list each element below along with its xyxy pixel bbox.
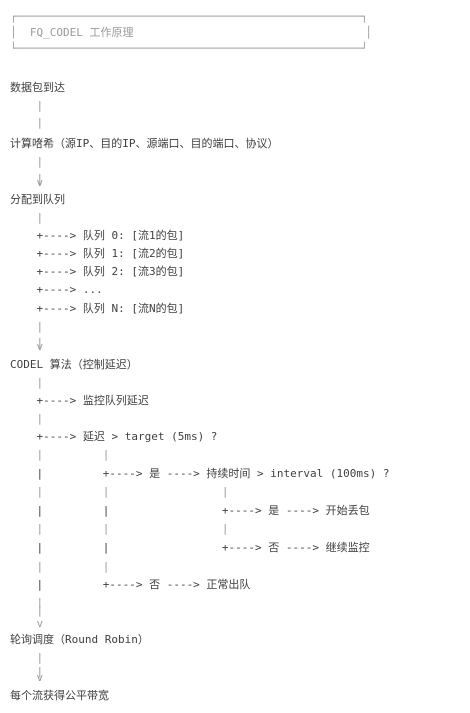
arrow-down: v bbox=[10, 340, 44, 353]
connector-line: | | | bbox=[10, 522, 229, 535]
queue-item: +----> 队列 N: [流N的包] bbox=[10, 302, 185, 315]
step-fair-bandwidth: 每个流获得公平带宽 bbox=[10, 689, 109, 702]
connector-line: | bbox=[10, 376, 44, 389]
codel-branch: +----> 监控队列延迟 bbox=[10, 394, 149, 407]
step-packet-arrives: 数据包到达 bbox=[10, 81, 65, 94]
connector-line: | bbox=[10, 155, 44, 168]
connector-line: | | | bbox=[10, 485, 229, 498]
codel-branch: | | +----> 是 ----> 开始丢包 bbox=[10, 504, 370, 517]
connector-line: | bbox=[10, 665, 44, 678]
connector-line: | | bbox=[10, 560, 110, 573]
arrow-down: v bbox=[10, 671, 44, 684]
connector-line: | bbox=[10, 99, 44, 112]
codel-branch: | +----> 是 ----> 持续时间 > interval (100ms)… bbox=[10, 467, 390, 480]
queue-item: +----> 队列 1: [流2的包] bbox=[10, 247, 185, 260]
connector-line: | bbox=[10, 116, 44, 129]
step-compute-hash: 计算哈希（源IP、目的IP、源端口、目的端口、协议） bbox=[10, 137, 279, 150]
step-codel-algorithm: CODEL 算法（控制延迟） bbox=[10, 358, 138, 371]
step-round-robin: 轮询调度（Round Robin） bbox=[10, 633, 149, 646]
connector-line: | bbox=[10, 651, 44, 664]
title-box-top: ┌───────────────────────────────────────… bbox=[10, 10, 368, 23]
connector-line: | bbox=[10, 596, 44, 609]
connector-line: | bbox=[10, 604, 44, 617]
codel-branch: | | +----> 否 ----> 继续监控 bbox=[10, 541, 370, 554]
step-assign-queue: 分配到队列 bbox=[10, 193, 65, 206]
queue-item: +----> 队列 2: [流3的包] bbox=[10, 265, 185, 278]
arrow-down: v bbox=[10, 176, 44, 189]
title-box-bottom: └───────────────────────────────────────… bbox=[10, 42, 368, 55]
title-box-middle: │ FQ_CODEL 工作原理 │ bbox=[10, 26, 372, 39]
connector-line: | | bbox=[10, 448, 110, 461]
arrow-down: v bbox=[10, 617, 44, 630]
codel-branch: | +----> 否 ----> 正常出队 bbox=[10, 578, 251, 591]
codel-branch: +----> 延迟 > target (5ms) ? bbox=[10, 430, 218, 443]
connector-line: | bbox=[10, 211, 44, 224]
connector-line: | bbox=[10, 172, 44, 185]
arrow-down: v bbox=[10, 134, 44, 147]
connector-line: | bbox=[10, 320, 44, 333]
queue-item: +----> ... bbox=[10, 283, 103, 296]
connector-line: | bbox=[10, 412, 44, 425]
queue-item: +----> 队列 0: [流1的包] bbox=[10, 229, 185, 242]
connector-line: | bbox=[10, 336, 44, 349]
